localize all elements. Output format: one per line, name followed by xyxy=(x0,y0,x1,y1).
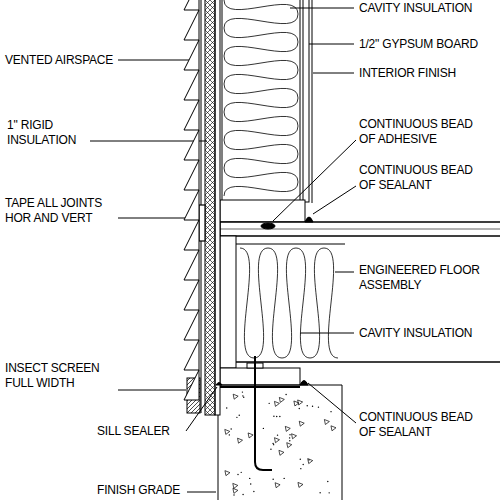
floor-batt-insulation xyxy=(240,248,338,358)
concrete-aggregate xyxy=(233,488,238,493)
concrete-stipple xyxy=(300,459,301,460)
concrete-stipple xyxy=(312,406,313,407)
callout-label: INSECT SCREEN FULL WIDTH xyxy=(4,361,118,391)
concrete-stipple xyxy=(277,434,278,435)
concrete-stipple xyxy=(279,416,280,417)
callout-label: SILL SEALER xyxy=(96,424,171,439)
lap-siding xyxy=(184,190,199,220)
concrete-stipple xyxy=(289,437,290,438)
lap-siding xyxy=(184,70,199,100)
callout-label: CAVITY INSULATION xyxy=(358,326,473,341)
concrete-stipple xyxy=(233,494,234,495)
concrete-aggregate xyxy=(287,443,292,448)
concrete-aggregate xyxy=(324,420,329,425)
concrete-stipple xyxy=(270,449,271,450)
concrete-stipple xyxy=(289,434,290,435)
callout-label: CONTINUOUS BEAD OF SEALANT xyxy=(358,163,488,193)
callout-label: FINISH GRADE xyxy=(96,483,181,498)
lap-siding xyxy=(184,10,199,40)
concrete-stipple xyxy=(268,403,269,404)
concrete-stipple xyxy=(328,492,329,493)
lap-siding xyxy=(184,250,199,280)
concrete-stipple xyxy=(307,405,308,406)
concrete-stipple xyxy=(276,416,277,417)
concrete-stipple xyxy=(299,408,300,409)
concrete-stipple xyxy=(283,478,284,479)
concrete-aggregate xyxy=(331,426,336,431)
lap-siding xyxy=(184,130,199,160)
callout-label: ENGINEERED FLOOR ASSEMBLY xyxy=(358,263,488,293)
concrete-aggregate xyxy=(274,401,279,406)
concrete-aggregate xyxy=(285,426,290,431)
concrete-stipple xyxy=(272,443,273,444)
concrete-aggregate xyxy=(299,421,304,426)
concrete-aggregate xyxy=(294,401,299,406)
concrete-stipple xyxy=(242,395,243,396)
lap-siding xyxy=(184,340,199,370)
concrete-stipple xyxy=(249,478,250,479)
callout-label: 1" RIGID INSULATION xyxy=(6,118,90,148)
lap-siding xyxy=(184,160,199,190)
concrete-stipple xyxy=(300,468,301,469)
lap-siding xyxy=(184,100,199,130)
lap-siding xyxy=(184,220,199,250)
concrete-aggregate xyxy=(308,459,313,464)
concrete-stipple xyxy=(237,474,238,475)
callout-label: VENTED AIRSPACE xyxy=(4,53,114,68)
concrete-stipple xyxy=(285,394,286,395)
concrete-aggregate xyxy=(248,433,253,438)
lap-siding xyxy=(184,40,199,70)
lap-siding xyxy=(184,370,199,400)
lap-siding xyxy=(184,310,199,340)
concrete-stipple xyxy=(236,417,237,418)
callout-label: 1/2" GYPSUM BOARD xyxy=(358,37,479,52)
concrete-aggregate xyxy=(225,429,230,434)
lap-siding xyxy=(184,0,199,10)
concrete-stipple xyxy=(241,472,242,473)
concrete-stipple xyxy=(273,415,274,416)
concrete-aggregate xyxy=(298,482,303,487)
concrete-stipple xyxy=(330,411,331,412)
concrete-stipple xyxy=(239,415,240,416)
callout-label: INTERIOR FINISH xyxy=(358,66,457,81)
concrete-aggregate xyxy=(233,394,238,399)
concrete-stipple xyxy=(243,397,244,398)
concrete-aggregate xyxy=(274,438,279,443)
concrete-aggregate xyxy=(238,438,243,443)
concrete-aggregate xyxy=(279,450,284,455)
concrete-stipple xyxy=(253,491,254,492)
callout-label: CONTINUOUS BEAD OF ADHESIVE xyxy=(358,117,488,147)
concrete-stipple xyxy=(302,464,303,465)
concrete-stipple xyxy=(229,434,230,435)
concrete-aggregate xyxy=(292,434,297,439)
concrete-stipple xyxy=(242,391,243,392)
concrete-stipple xyxy=(226,407,227,408)
concrete-aggregate xyxy=(225,471,230,476)
wall-batt-insulation xyxy=(224,0,298,196)
concrete-stipple xyxy=(319,492,320,493)
concrete-aggregate xyxy=(233,483,238,488)
concrete-stipple xyxy=(318,406,319,407)
callout-label: TAPE ALL JOINTS HOR AND VERT xyxy=(4,196,118,226)
lap-siding xyxy=(184,280,199,310)
concrete-stipple xyxy=(272,478,273,479)
concrete-stipple xyxy=(230,428,231,429)
concrete-stipple xyxy=(250,483,251,484)
concrete-stipple xyxy=(289,440,290,441)
concrete-stipple xyxy=(263,428,264,429)
concrete-stipple xyxy=(327,481,328,482)
concrete-aggregate xyxy=(275,483,280,488)
callout-label: CAVITY INSULATION xyxy=(358,1,473,16)
concrete-stipple xyxy=(242,494,243,495)
concrete-aggregate xyxy=(279,397,284,402)
callout-label: CONTINUOUS BEAD OF SEALANT xyxy=(358,410,488,440)
